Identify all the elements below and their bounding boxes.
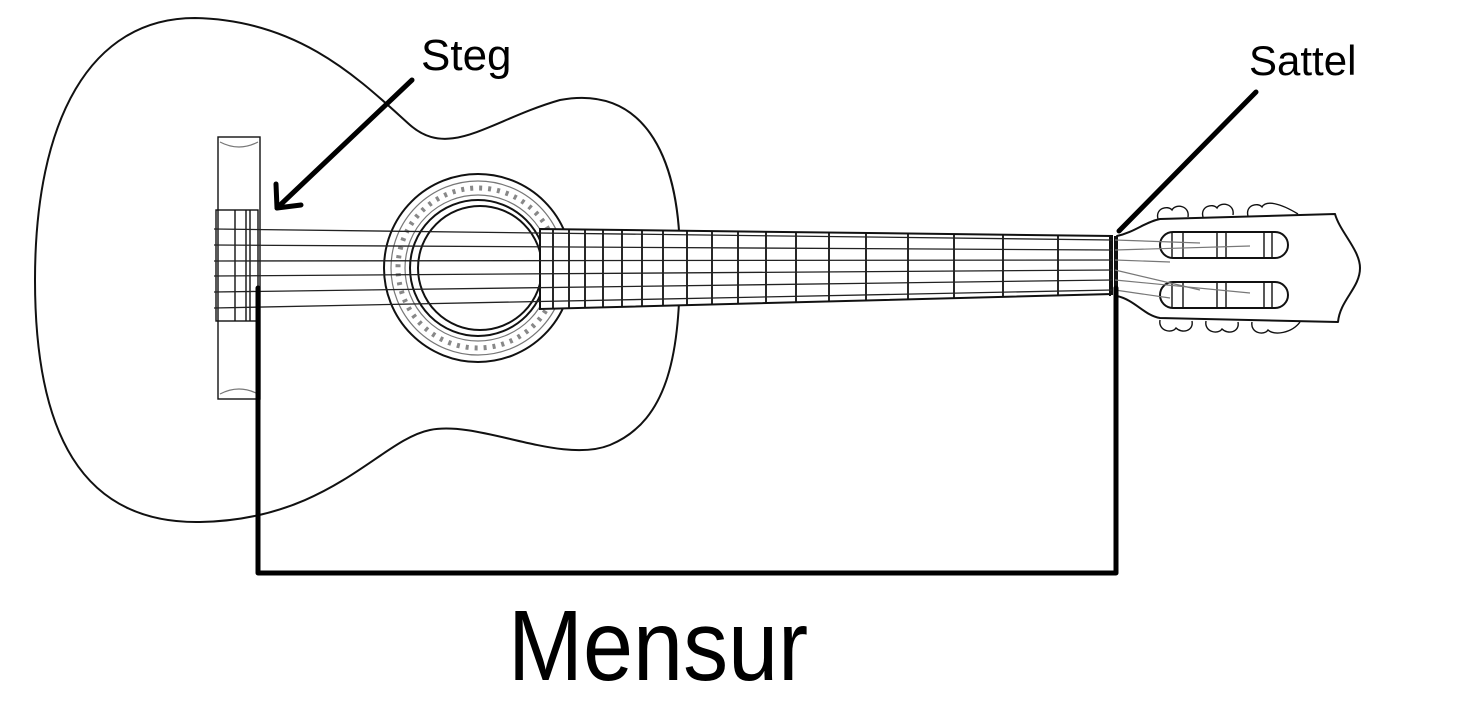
nut-label: Sattel (1249, 37, 1357, 84)
scale-length-bracket (255, 285, 1119, 576)
guitar-body-outline (34, 17, 681, 524)
bridge (215, 136, 261, 400)
bridge-pointer-arrow (273, 77, 415, 211)
scale-length-label: Mensur (508, 590, 809, 702)
bridge-label: Steg (421, 31, 512, 80)
fingerboard (539, 227, 1113, 311)
strings (213, 228, 1251, 309)
headstock (1116, 202, 1361, 334)
nut-pointer-line (1116, 89, 1259, 234)
